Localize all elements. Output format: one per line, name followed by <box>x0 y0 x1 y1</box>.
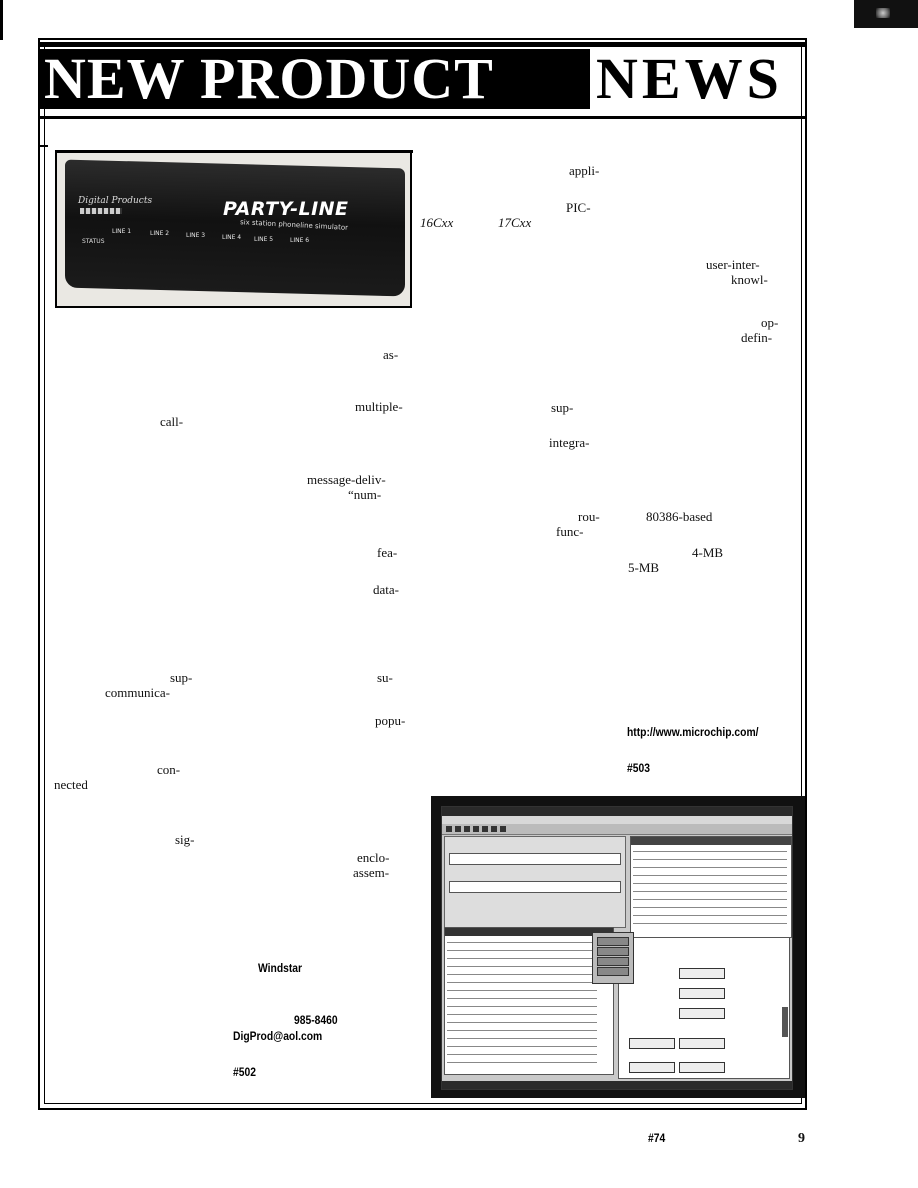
screenshot-statusbar <box>442 1081 792 1089</box>
screenshot-dialog <box>592 932 634 984</box>
text-fragment: op- <box>761 315 779 330</box>
text-fragment: defin- <box>741 330 773 345</box>
page-title-news: NEWS <box>596 46 783 111</box>
line-label: LINE 5 <box>254 236 274 243</box>
text-fragment: func- <box>556 524 584 539</box>
text-fragment: communica- <box>105 685 170 700</box>
screenshot-titlebar <box>442 807 792 816</box>
text-fragment: 17Cxx <box>498 215 532 230</box>
text-fragment: knowl- <box>731 272 768 287</box>
line-label: LINE 3 <box>186 232 206 239</box>
line-label: LINE 1 <box>112 228 132 235</box>
footer-reader-service: #74 <box>648 1131 666 1145</box>
header-bottom-rule <box>38 116 807 119</box>
screenshot-window <box>441 806 793 1090</box>
line-label: LINE 6 <box>290 237 310 244</box>
text-fragment: assem- <box>353 865 390 880</box>
reader-service-number: #503 <box>627 761 650 775</box>
line-label: LINE 4 <box>222 234 242 241</box>
line-label: LINE 2 <box>150 230 170 237</box>
text-fragment: su- <box>377 670 393 685</box>
text-fragment: nected <box>54 777 88 792</box>
text-fragment: sig- <box>175 832 195 847</box>
phone-number: 985-8460 <box>294 1013 338 1027</box>
page-title: NEW PRODUCT <box>44 46 494 111</box>
corner-scan-mark <box>854 0 918 28</box>
text-fragment: appli- <box>569 163 600 178</box>
device-led-strip <box>80 208 122 214</box>
text-fragment: enclo- <box>357 850 390 865</box>
screenshot-form-pane <box>444 836 626 928</box>
text-fragment: fea- <box>377 545 398 560</box>
reader-service-number: #502 <box>233 1065 256 1079</box>
text-fragment: call- <box>160 414 184 429</box>
header-top-rule <box>38 42 807 47</box>
text-fragment: 16Cxx <box>420 215 454 230</box>
screenshot-toolbar <box>442 824 792 835</box>
text-fragment: integra- <box>549 435 590 450</box>
text-fragment: 4-MB <box>692 545 724 560</box>
screenshot-flow-pane <box>618 937 790 1079</box>
device-brand: Digital Products <box>78 196 153 206</box>
header-tick-rule <box>38 145 48 147</box>
text-fragment: con- <box>157 762 181 777</box>
device-logo: PARTY-LINE <box>223 198 349 220</box>
company-name: Windstar <box>258 961 303 975</box>
text-fragment: 80386-based <box>646 509 713 524</box>
text-fragment: message-deliv- <box>307 472 386 487</box>
text-fragment: popu- <box>375 713 406 728</box>
text-fragment: multiple- <box>355 399 403 414</box>
page-frame <box>38 38 807 1110</box>
text-fragment: sup- <box>170 670 193 685</box>
email-address[interactable]: DigProd@aol.com <box>233 1029 323 1043</box>
text-fragment: sup- <box>551 400 574 415</box>
screenshot-tree-pane <box>444 927 614 1075</box>
text-fragment: data- <box>373 582 399 597</box>
text-fragment: as- <box>383 347 399 362</box>
device-status-label: STATUS <box>82 238 105 245</box>
text-fragment: rou- <box>578 509 600 524</box>
website-url[interactable]: http://www.microchip.com/ <box>627 725 759 739</box>
title-block <box>40 49 590 109</box>
text-fragment: “num- <box>348 487 382 502</box>
screenshot-scrollbar <box>782 1007 788 1037</box>
text-fragment: user-inter- <box>706 257 760 272</box>
left-edge-rule <box>0 0 3 40</box>
text-fragment: 5-MB <box>628 560 660 575</box>
text-fragment: PIC- <box>566 200 591 215</box>
screenshot-table-pane <box>630 836 792 938</box>
device-line-labels: LINE 1 LINE 2 LINE 3 LINE 4 LINE 5 LINE … <box>112 226 352 246</box>
page-number: 9 <box>798 1131 805 1146</box>
